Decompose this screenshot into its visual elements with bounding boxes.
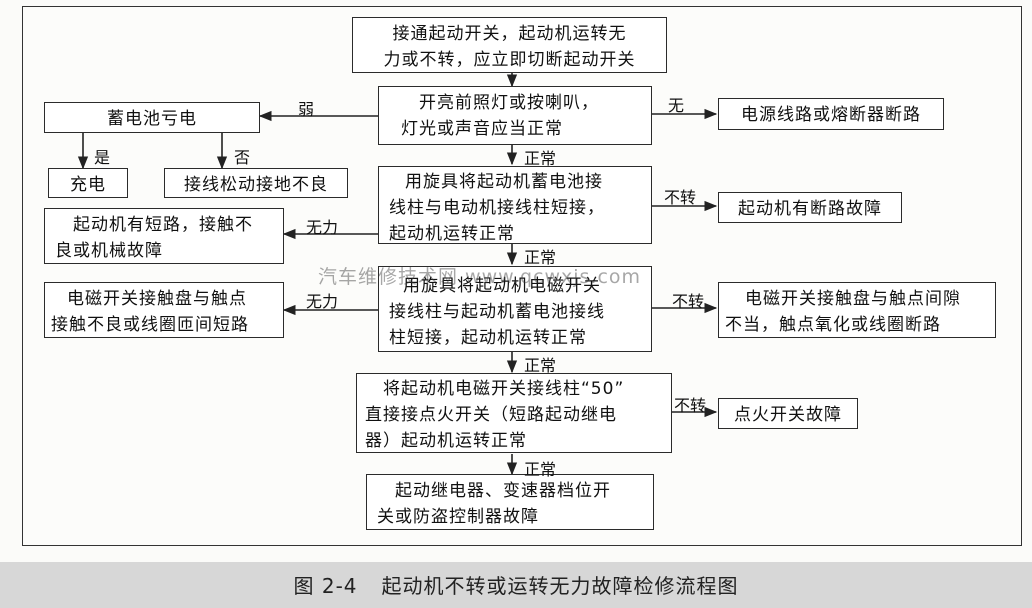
node-switch-gap: 电磁开关接触盘与触点间隙 不当，触点氧化或线圈断路: [718, 282, 996, 338]
label-normal-1: 正常: [524, 149, 557, 168]
node-ignition-check: 将起动机电磁开关接线柱“50” 直接接点火开关（短路起动继电 器）起动机运转正常: [356, 373, 672, 453]
label-weak: 弱: [298, 100, 315, 119]
label-normal-4: 正常: [524, 460, 557, 479]
node-relay-fault: 起动继电器、变速器档位开 关或防盗控制器故障: [366, 474, 654, 530]
label-yes: 是: [94, 148, 111, 167]
figure-number: 图 2-4: [293, 574, 358, 598]
label-normal-2: 正常: [524, 248, 557, 267]
node-motor-open: 起动机有断路故障: [718, 192, 902, 223]
node-charge: 充电: [48, 168, 128, 198]
label-weak-power-1: 无力: [306, 218, 339, 237]
node-switch-contact-short: 电磁开关接触盘与触点 接触不良或线圈匝间短路: [44, 282, 284, 338]
node-power-fault: 电源线路或熔断器断路: [718, 98, 944, 130]
figure-caption: 图 2-4 起动机不转或运转无力故障检修流程图: [0, 570, 1032, 599]
label-none: 无: [668, 96, 685, 115]
node-motor-short: 起动机有短路，接触不 良或机械故障: [44, 208, 284, 264]
figure-title: 起动机不转或运转无力故障检修流程图: [381, 574, 739, 598]
node-check-lights: 开亮前照灯或按喇叭， 灯光或声音应当正常: [378, 86, 652, 145]
node-start: 接通起动开关，起动机运转无 力或不转，应立即切断起动开关: [352, 17, 667, 73]
node-short-battery-motor: 用旋具将起动机蓄电池接 线柱与电动机接线柱短接， 起动机运转正常: [378, 166, 652, 244]
label-weak-power-2: 无力: [306, 292, 339, 311]
caption-bar: [0, 562, 1032, 608]
label-no-turn-2: 不转: [672, 292, 705, 311]
node-ignition-fault: 点火开关故障: [718, 398, 858, 429]
node-battery-low: 蓄电池亏电: [44, 102, 260, 133]
label-no-turn-3: 不转: [674, 396, 707, 415]
label-normal-3: 正常: [524, 356, 557, 375]
node-short-solenoid: 用旋具将起动机电磁开关 接线柱与起动机蓄电池接线 柱短接，起动机运转正常: [378, 266, 652, 352]
watermark-text: 汽车维修技术网 www.qcwxjs.com: [318, 266, 642, 288]
label-no-turn-1: 不转: [664, 188, 697, 207]
label-no: 否: [234, 148, 251, 167]
node-loose-contact: 接线松动接地不良: [164, 168, 348, 198]
